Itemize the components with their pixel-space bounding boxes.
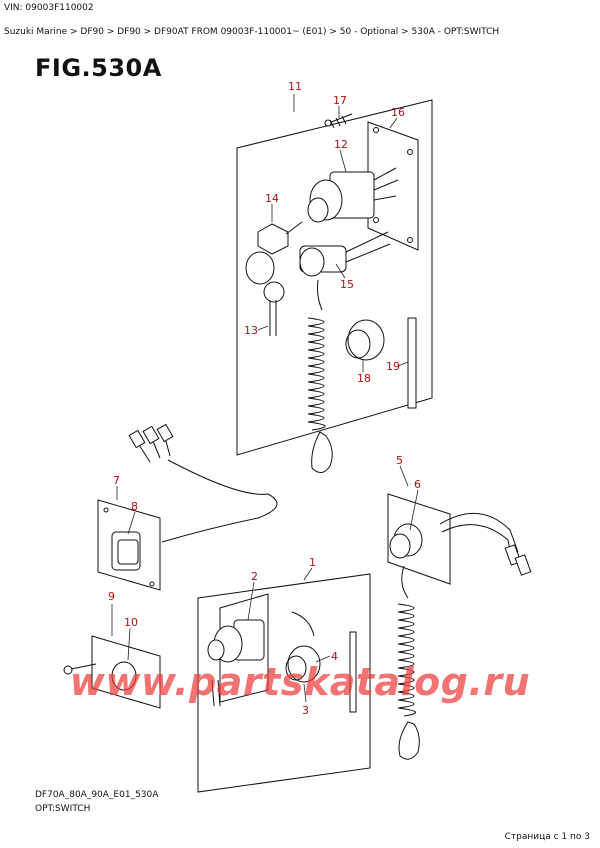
leader-lines [111,94,419,703]
callout-6[interactable]: 6 [414,478,421,491]
callout-18[interactable]: 18 [357,372,371,385]
lower-left-panel [63,635,161,709]
callout-3[interactable]: 3 [302,704,309,717]
callout-8[interactable]: 8 [131,500,138,513]
callout-12[interactable]: 12 [334,138,348,151]
callout-19[interactable]: 19 [386,360,400,373]
footer-figure-name: OPT:SWITCH [35,804,91,814]
callout-1[interactable]: 1 [309,556,316,569]
callout-15[interactable]: 15 [340,278,354,291]
callout-14[interactable]: 14 [265,192,279,205]
callout-4[interactable]: 4 [331,650,338,663]
callout-5[interactable]: 5 [396,454,403,467]
breadcrumb[interactable]: Suzuki Marine > DF90 > DF90 > DF90AT FRO… [4,27,500,37]
vin-text: VIN: 09003F110002 [4,3,94,13]
upper-panel-group [236,99,433,473]
callout-labels: 11 17 16 12 14 15 13 18 19 7 8 5 6 9 10 … [108,80,421,717]
callout-10[interactable]: 10 [124,616,138,629]
callout-13[interactable]: 13 [244,324,258,337]
right-switch-panel [387,493,532,760]
left-switch-panel [97,499,161,591]
callout-16[interactable]: 16 [391,106,405,119]
callout-7[interactable]: 7 [113,474,120,487]
callout-9[interactable]: 9 [108,590,115,603]
watermark: www.partskatalog.ru [69,660,531,704]
callout-2[interactable]: 2 [251,570,258,583]
wire-harness-left [128,423,278,543]
footer-figure-code: DF70A_80A_90A_E01_530A [35,790,159,800]
callout-11[interactable]: 11 [288,80,302,93]
callout-17[interactable]: 17 [333,94,347,107]
figure-title: FIG.530A [35,54,162,82]
lower-panel-group [197,573,371,793]
pager-text: Страница с 1 по 3 [504,832,590,842]
